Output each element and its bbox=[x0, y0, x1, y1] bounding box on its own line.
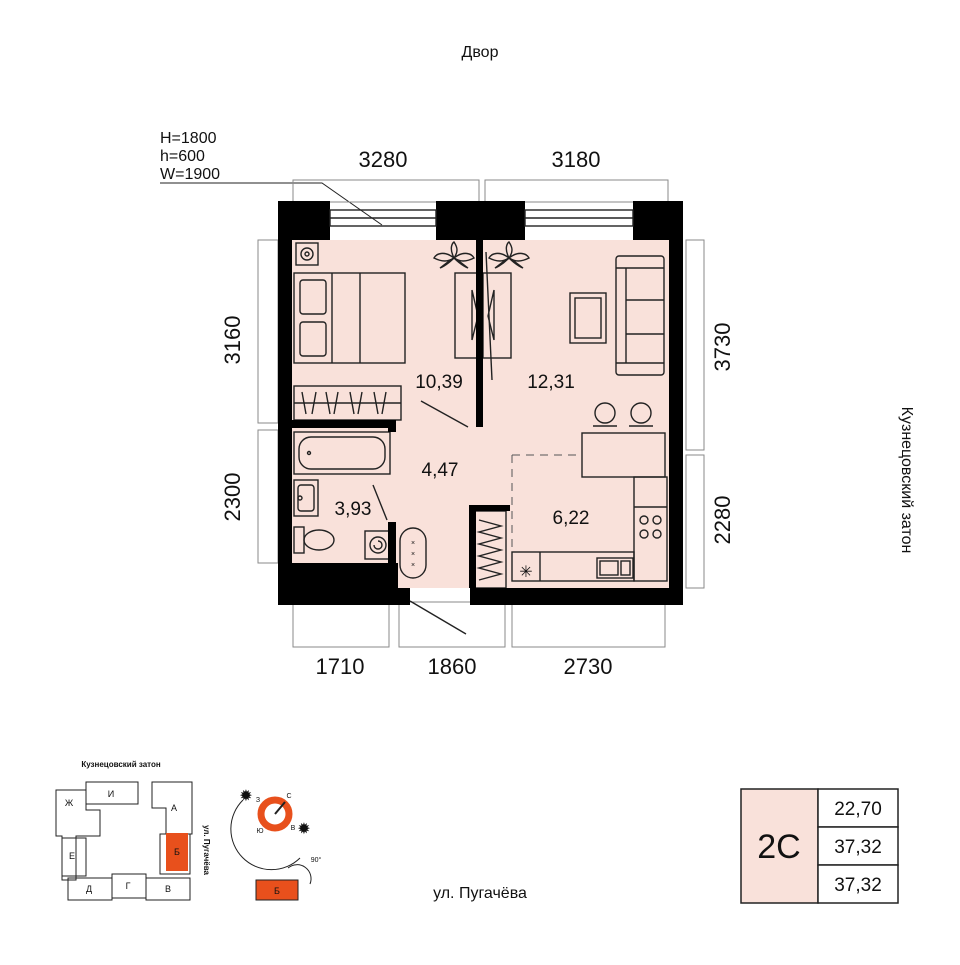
fridge-icon: ✳ bbox=[519, 564, 532, 581]
dim-bottom-mid: 1860 bbox=[428, 654, 477, 679]
svg-text:×: × bbox=[411, 540, 415, 547]
compass-badge-label: Б bbox=[274, 886, 280, 896]
entrance-door bbox=[409, 600, 467, 635]
summary-living-area: 22,70 bbox=[834, 799, 882, 820]
toilet-icon bbox=[293, 526, 335, 554]
dim-right-bottom: 2280 bbox=[710, 496, 735, 545]
block-d: Д bbox=[86, 884, 92, 894]
kitchen-counter-icon bbox=[511, 476, 668, 582]
bathtub-icon bbox=[293, 431, 391, 475]
coffee-table-inner bbox=[574, 297, 602, 339]
area-bathroom: 3,93 bbox=[335, 499, 372, 520]
window-spec-leader bbox=[160, 182, 383, 226]
summary-full-area: 37,32 bbox=[834, 875, 882, 896]
area-living: 12,31 bbox=[527, 372, 575, 393]
bar-counter-icon bbox=[581, 432, 666, 478]
plant-icon bbox=[488, 241, 530, 269]
block-b: Б bbox=[174, 847, 180, 857]
rotation-arc bbox=[287, 864, 312, 885]
bathroom-door bbox=[372, 484, 388, 521]
sun-path-arc bbox=[230, 799, 301, 871]
chair-icon bbox=[593, 402, 617, 427]
bed-icon bbox=[293, 272, 406, 364]
compass-e: В bbox=[291, 825, 296, 832]
dim-bottom-right: 2730 bbox=[564, 654, 613, 679]
walls bbox=[278, 201, 683, 605]
block-zh: Ж bbox=[65, 798, 74, 808]
chair-icon bbox=[629, 402, 653, 427]
block-g: Г bbox=[126, 881, 131, 891]
kitchen-zone-divider bbox=[511, 454, 582, 550]
sofa-icon bbox=[615, 255, 665, 376]
windows bbox=[329, 209, 634, 227]
compass-badge bbox=[255, 879, 299, 901]
stove-icon bbox=[639, 515, 662, 539]
block-a: А bbox=[171, 803, 177, 813]
dim-left-top: 3160 bbox=[220, 316, 245, 365]
compass-w: З bbox=[256, 797, 260, 804]
svg-text:×: × bbox=[411, 551, 415, 558]
site-plan-block-highlight bbox=[166, 833, 188, 871]
label-top-courtyard: Двор bbox=[462, 44, 499, 61]
shoe-rack-icon: × × × bbox=[399, 527, 427, 579]
sun-icon: ✹ bbox=[239, 788, 252, 805]
window-height-label: H=1800 bbox=[160, 130, 217, 147]
window-spec-callout: H=1800 h=600 W=1900 bbox=[160, 130, 383, 226]
label-bottom-street: ул. Пугачёва bbox=[433, 885, 527, 902]
rotation-angle: 90° bbox=[311, 856, 322, 864]
site-plan-title: Кузнецовский затон bbox=[81, 760, 161, 769]
dim-top-right: 3180 bbox=[552, 147, 601, 172]
block-e: Е bbox=[69, 851, 75, 861]
summary-total-area: 37,32 bbox=[834, 837, 882, 858]
apartment-type: 2С bbox=[757, 828, 800, 866]
site-plan-street: ул. Пугачёва bbox=[202, 825, 211, 876]
furniture: ✳ × × bbox=[293, 241, 668, 589]
compass-n: С bbox=[286, 793, 291, 800]
kitchen-sink-icon bbox=[596, 557, 634, 579]
coffee-table-icon bbox=[569, 292, 607, 344]
dim-left-bottom: 2300 bbox=[220, 473, 245, 522]
sun-icon: ✹ bbox=[297, 821, 310, 838]
area-hall: 4,47 bbox=[422, 460, 459, 481]
compass: ✹ ✹ З С Ю В 90° Б bbox=[230, 788, 322, 901]
dim-right-top: 3730 bbox=[710, 323, 735, 372]
dim-bottom-left: 1710 bbox=[316, 654, 365, 679]
dim-top-left: 3280 bbox=[359, 147, 408, 172]
svg-text:×: × bbox=[411, 562, 415, 569]
partition-door bbox=[485, 251, 493, 381]
compass-dial-icon bbox=[257, 796, 293, 832]
site-plan: Кузнецовский затон ул. Пугачёва Ж И А Е … bbox=[55, 760, 211, 901]
area-bedroom: 10,39 bbox=[415, 372, 463, 393]
block-v: В bbox=[165, 884, 171, 894]
bedroom-door bbox=[420, 400, 469, 428]
window-sill-label: h=600 bbox=[160, 148, 205, 165]
summary-table: 2С 22,70 37,32 37,32 bbox=[740, 788, 899, 904]
washer-icon bbox=[295, 242, 319, 266]
doors bbox=[372, 251, 493, 635]
block-i: И bbox=[108, 789, 114, 799]
area-kitchen: 6,22 bbox=[553, 508, 590, 529]
compass-s: Ю bbox=[256, 828, 263, 835]
window-width-label: W=1900 bbox=[160, 166, 220, 183]
label-right-zaton: Кузнецовский затон bbox=[898, 407, 915, 554]
washbasin-icon bbox=[293, 479, 319, 517]
plant-icon bbox=[433, 241, 475, 269]
